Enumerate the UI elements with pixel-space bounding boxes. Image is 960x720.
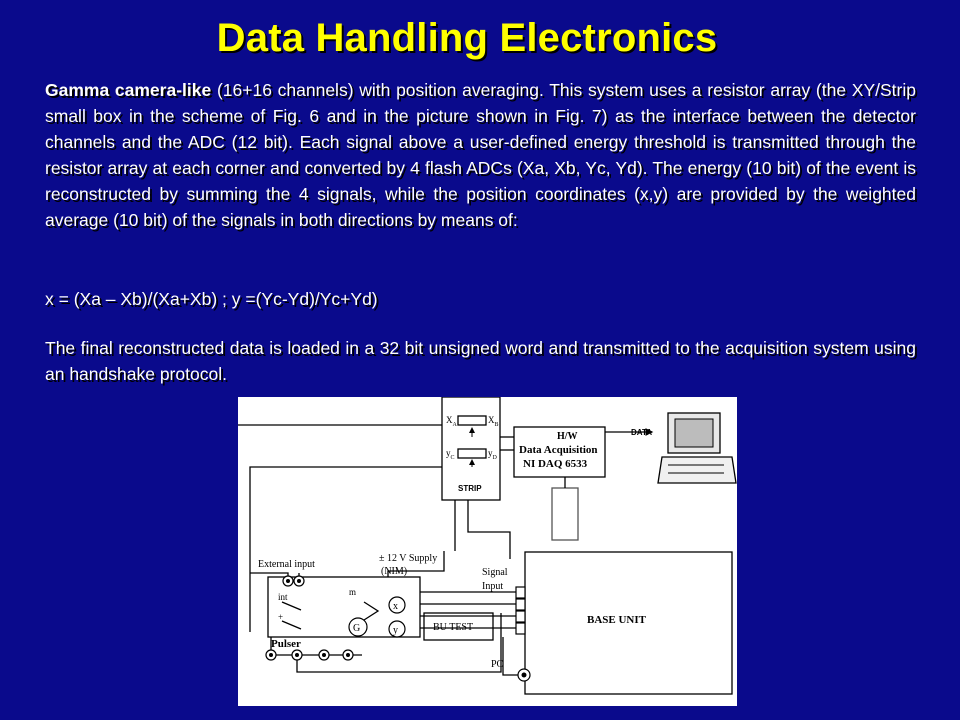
strip-xa-label: XA bbox=[446, 415, 458, 428]
data-label: DATA bbox=[631, 428, 652, 437]
base-unit-port bbox=[515, 586, 526, 599]
description-lead: Gamma camera-like bbox=[45, 80, 212, 100]
daq-hw-label: H/W bbox=[557, 431, 578, 442]
pc-label: PC bbox=[491, 659, 504, 670]
strip-yd-label: yD bbox=[488, 448, 498, 461]
bu-test-label: BU TEST bbox=[433, 622, 473, 633]
x-output-label: x bbox=[393, 601, 398, 612]
daq-box bbox=[513, 426, 606, 478]
y-output-circle bbox=[388, 620, 406, 638]
m-label: m bbox=[349, 587, 356, 597]
signal-input-label: Input bbox=[482, 581, 503, 592]
supply-label: ± 12 V Supply bbox=[379, 553, 437, 564]
generator-circle bbox=[348, 617, 368, 637]
final-data-paragraph: The final reconstructed data is loaded i… bbox=[45, 338, 916, 384]
strip-xb-label: XB bbox=[488, 415, 499, 428]
description-body: (16+16 channels) with position averaging… bbox=[45, 80, 916, 230]
position-formula: x = (Xa – Xb)/(Xa+Xb) ; y =(Yc-Yd)/Yc+Yd… bbox=[45, 289, 378, 309]
base-unit-port bbox=[515, 622, 526, 635]
plus-label: + bbox=[278, 612, 283, 622]
strip-yc-label: yC bbox=[446, 448, 455, 461]
daq-title-label: Data Acquisition bbox=[519, 444, 598, 456]
signal-label: Signal bbox=[482, 567, 508, 578]
slide-title: Data Handling Electronics bbox=[216, 16, 718, 60]
description-paragraph: Gamma camera-like (16+16 channels) with … bbox=[45, 77, 916, 233]
x-output-circle bbox=[388, 596, 406, 614]
strip-label: STRIP bbox=[458, 484, 482, 493]
base-unit-port bbox=[515, 598, 526, 611]
pc-computer-icon bbox=[657, 412, 737, 484]
external-input-label: External input bbox=[258, 559, 315, 570]
int-label: int bbox=[278, 592, 288, 602]
supply-nim-label: (NIM) bbox=[381, 566, 407, 577]
daq-model-label: NI DAQ 6533 bbox=[523, 458, 588, 470]
block-diagram: XA XB yC yD STRIP H/W Data Acquisition N… bbox=[238, 397, 737, 695]
block-diagram-figure: XA XB yC yD STRIP H/W Data Acquisition N… bbox=[238, 397, 737, 706]
generator-label: G bbox=[353, 623, 360, 634]
base-unit-label: BASE UNIT bbox=[587, 614, 647, 626]
y-output-label: y bbox=[393, 625, 398, 636]
pulser-label: Pulser bbox=[271, 638, 301, 650]
base-unit-port bbox=[515, 610, 526, 623]
